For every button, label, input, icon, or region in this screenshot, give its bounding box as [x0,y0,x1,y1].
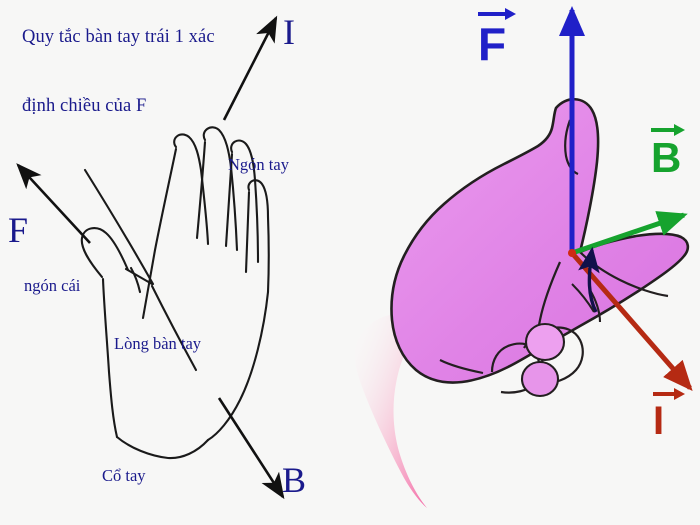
left-hand-line-art [80,126,270,460]
angle-indicator-arrow [578,246,600,313]
rule-title-line-2: định chiều của F [22,96,147,116]
vector-arrow-overbar-F [478,8,516,20]
vector-arrow-overbar-B [651,124,685,136]
vector-F-glyph: F [478,18,507,70]
vector-I-arrow [570,251,693,392]
left-current-label: I [283,12,295,52]
left-field-arrow [217,397,285,500]
vector-B-glyph: B [651,134,682,181]
thumb-label: ngón cái [24,276,81,295]
angle-arc [571,283,595,313]
vector-B-label: B [651,124,685,181]
rule-title-line-1: Quy tắc bàn tay trái 1 xác [22,27,215,47]
left-force-arrow [16,163,91,244]
vector-I-glyph: I [653,399,665,443]
vector-arrow-overbar-I [653,388,685,400]
wrist-gradient [354,313,432,508]
vector-origin-point [568,249,576,257]
vector-I-label: I [653,388,685,443]
left-force-label: F [8,210,29,250]
right-hand-illustration [390,97,690,398]
left-field-label: B [282,460,307,500]
wrist-label: Cổ tay [102,466,146,485]
fingers-label: Ngón tay [228,155,289,174]
palm-label: Lòng bàn tay [114,334,202,353]
left-current-arrow [222,15,278,121]
vector-F-label: F [478,8,516,70]
